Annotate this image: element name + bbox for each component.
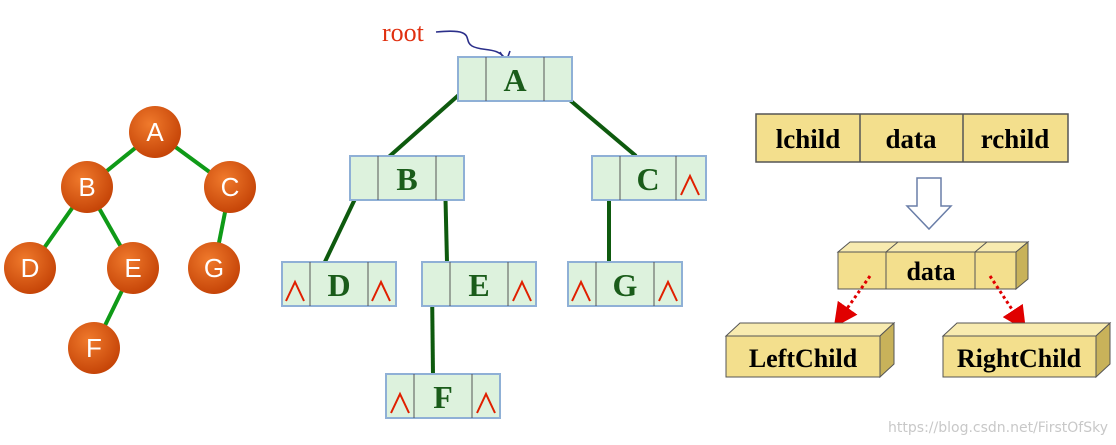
ball-tree: A B C D E G F xyxy=(4,106,256,374)
ball-node-g: G xyxy=(188,242,240,294)
ball-node-a: A xyxy=(129,106,181,158)
left-child-label: LeftChild xyxy=(749,344,858,373)
linked-node-e-right-null xyxy=(512,279,532,302)
linked-node-g: G xyxy=(567,261,683,307)
linked-node-c-label: C xyxy=(636,161,659,197)
linked-node-e-label: E xyxy=(468,267,489,303)
right-child-box-front xyxy=(942,335,1097,378)
ball-node-e-circle xyxy=(107,242,159,294)
linked-node-f-left-null xyxy=(390,391,410,414)
ball-node-b: B xyxy=(61,161,113,213)
left-child-arrow xyxy=(833,275,872,328)
linked-node-b: B xyxy=(349,155,465,201)
linked-node-d-left-null xyxy=(285,279,305,302)
ball-node-g-label: G xyxy=(204,253,224,283)
right-child-box-top xyxy=(941,322,1112,337)
ball-node-b-circle xyxy=(61,161,113,213)
linked-node-b-box xyxy=(349,155,465,201)
ball-node-e: E xyxy=(107,242,159,294)
ball-node-c: C xyxy=(204,161,256,213)
watermark: https://blog.csdn.net/FirstOfSky xyxy=(888,420,1108,436)
field-row: lchild data rchild xyxy=(755,113,1069,163)
linked-tree: root A B C xyxy=(281,18,707,419)
ball-node-a-label: A xyxy=(146,117,164,147)
ball-tree-edges xyxy=(28,130,232,349)
linked-node-a-box xyxy=(457,56,573,102)
field-lchild: lchild xyxy=(776,124,841,154)
data-box-top xyxy=(836,241,1030,253)
down-arrow-icon xyxy=(905,177,953,231)
linked-node-c-right-null xyxy=(680,173,700,196)
field-rchild: rchild xyxy=(981,124,1050,154)
ball-node-d: D xyxy=(4,242,56,294)
linked-node-f-right-null xyxy=(476,391,496,414)
left-child-box-top xyxy=(724,322,896,337)
linked-node-g-right-null xyxy=(658,279,678,302)
data-box-3d: data xyxy=(836,240,1030,291)
linked-node-f-box xyxy=(385,373,501,419)
ball-node-f-label: F xyxy=(86,333,102,363)
data-box-front xyxy=(837,251,1017,290)
linked-node-d-right-null xyxy=(371,279,391,302)
linked-node-g-label: G xyxy=(613,267,638,303)
root-label: root xyxy=(382,18,425,47)
ball-node-f-circle xyxy=(68,322,120,374)
linked-node-f: F xyxy=(385,373,501,419)
data-box-label: data xyxy=(906,257,955,286)
ball-node-f: F xyxy=(68,322,120,374)
field-data: data xyxy=(885,124,937,154)
linked-tree-edges xyxy=(320,83,638,377)
left-child-box-front xyxy=(725,335,881,378)
linked-node-d: D xyxy=(281,261,397,307)
left-child-box: LeftChild xyxy=(724,321,896,379)
ball-node-d-circle xyxy=(4,242,56,294)
linked-node-e-box xyxy=(421,261,537,307)
root-pointer-arrow xyxy=(435,30,507,61)
ball-node-e-label: E xyxy=(124,253,141,283)
ball-node-d-label: D xyxy=(21,253,40,283)
right-child-label: RightChild xyxy=(957,344,1082,373)
ball-node-c-label: C xyxy=(221,172,240,202)
linked-node-a: A xyxy=(457,56,573,102)
ball-node-b-label: B xyxy=(78,172,95,202)
linked-node-c-box xyxy=(591,155,707,201)
linked-node-g-box xyxy=(567,261,683,307)
right-child-box: RightChild xyxy=(941,321,1112,379)
linked-node-e: E xyxy=(421,261,537,307)
linked-node-f-label: F xyxy=(433,379,453,415)
node-structure: lchild data rchild data LeftChild xyxy=(724,113,1112,379)
linked-node-d-box xyxy=(281,261,397,307)
linked-node-a-label: A xyxy=(503,62,526,98)
linked-node-d-label: D xyxy=(327,267,350,303)
ball-node-a-circle xyxy=(129,106,181,158)
linked-node-c: C xyxy=(591,155,707,201)
linked-node-b-label: B xyxy=(396,161,417,197)
ball-node-c-circle xyxy=(204,161,256,213)
data-box-top-divider-1 xyxy=(885,241,899,253)
field-row-box xyxy=(755,113,1069,163)
data-box-top-divider-2 xyxy=(974,241,988,253)
ball-node-g-circle xyxy=(188,242,240,294)
linked-node-g-left-null xyxy=(571,279,591,302)
